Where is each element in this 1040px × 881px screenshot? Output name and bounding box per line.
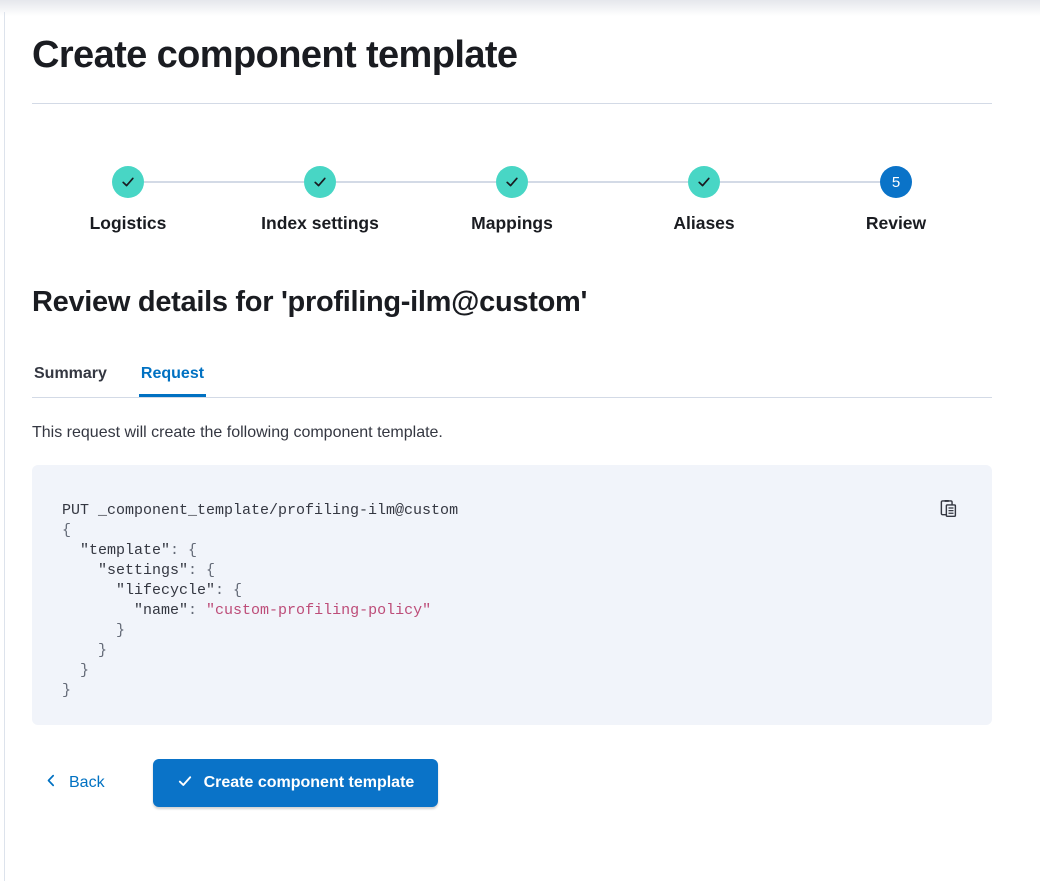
step-logistics[interactable]: Logistics xyxy=(32,166,224,234)
step-connector xyxy=(528,181,608,183)
page-content: Create component template Logistics Index… xyxy=(32,34,992,807)
chevron-left-icon xyxy=(44,773,59,793)
title-divider xyxy=(32,103,992,104)
request-code-panel: PUT _component_template/profiling-ilm@cu… xyxy=(32,465,992,725)
code-line: { xyxy=(62,522,72,539)
step-label: Aliases xyxy=(673,213,735,233)
step-mappings[interactable]: Mappings xyxy=(416,166,608,234)
step-complete-check-icon[interactable] xyxy=(496,166,528,198)
step-aliases[interactable]: Aliases xyxy=(608,166,800,234)
step-connector xyxy=(800,181,880,183)
step-complete-check-icon[interactable] xyxy=(304,166,336,198)
step-complete-check-icon[interactable] xyxy=(112,166,144,198)
code-line: "template": { xyxy=(80,542,198,559)
code-line: } xyxy=(62,682,72,699)
review-tabs: Summary Request xyxy=(32,363,992,398)
create-button-label: Create component template xyxy=(203,774,415,791)
tab-request[interactable]: Request xyxy=(139,363,206,397)
step-label: Index settings xyxy=(261,213,379,233)
request-description: This request will create the following c… xyxy=(32,424,443,441)
back-button-label: Back xyxy=(69,774,105,791)
code-line: "settings": { xyxy=(98,562,216,579)
panel-left-edge xyxy=(4,12,5,881)
step-connector xyxy=(224,181,304,183)
step-connector xyxy=(720,181,800,183)
copy-clipboard-icon xyxy=(939,499,958,521)
step-label: Mappings xyxy=(471,213,553,233)
step-complete-check-icon[interactable] xyxy=(688,166,720,198)
tab-summary[interactable]: Summary xyxy=(34,365,107,382)
footer-actions: Back Create component template xyxy=(32,759,992,807)
review-heading: Review details for 'profiling-ilm@custom… xyxy=(32,286,588,318)
page-title: Create component template xyxy=(32,34,518,76)
step-label: Review xyxy=(865,213,927,233)
code-line: } xyxy=(62,622,126,639)
code-line: } xyxy=(62,642,108,659)
step-connector xyxy=(416,181,496,183)
step-connector xyxy=(336,181,416,183)
step-connector xyxy=(608,181,688,183)
code-line: PUT _component_template/profiling-ilm@cu… xyxy=(62,502,459,519)
check-icon xyxy=(177,773,193,794)
code-line: "lifecycle": { xyxy=(116,582,243,599)
step-label: Logistics xyxy=(89,213,167,233)
code-line: "name": "custom-profiling-policy" xyxy=(134,602,432,619)
step-index-settings[interactable]: Index settings xyxy=(224,166,416,234)
create-component-template-button[interactable]: Create component template xyxy=(152,759,439,807)
step-connector xyxy=(144,181,224,183)
back-button[interactable]: Back xyxy=(36,769,113,797)
step-current-number[interactable]: 5 xyxy=(880,166,912,198)
copy-to-clipboard-button[interactable] xyxy=(937,497,960,520)
request-code: PUT _component_template/profiling-ilm@cu… xyxy=(62,501,962,701)
code-line: } xyxy=(62,662,90,679)
